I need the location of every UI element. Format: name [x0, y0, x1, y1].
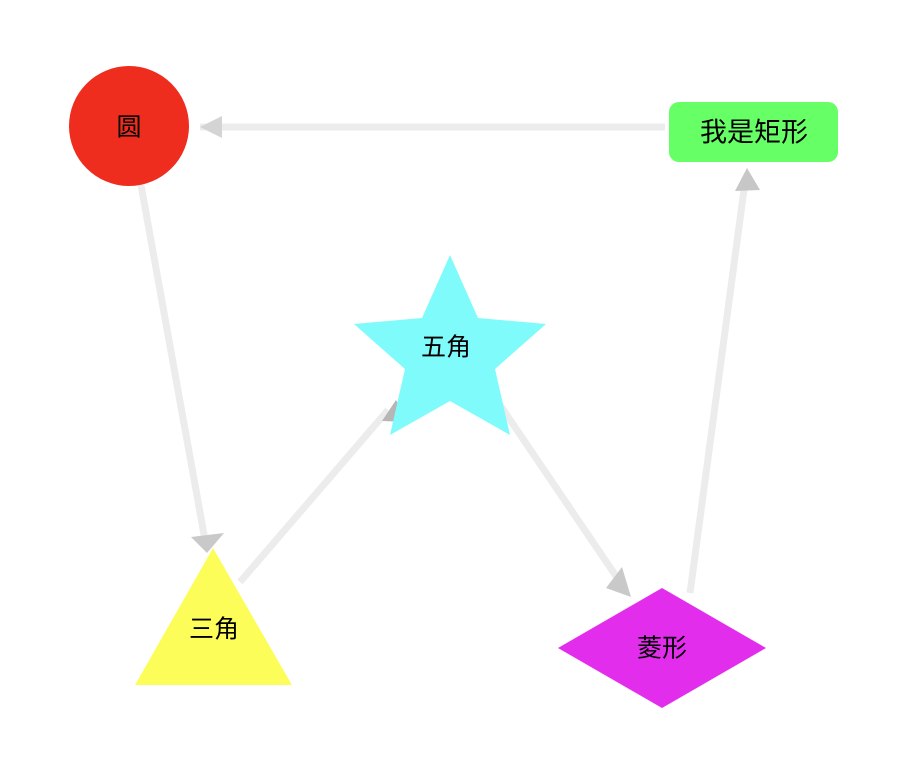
- triangle-node-shape[interactable]: [135, 548, 292, 685]
- edge-line: [497, 403, 625, 587]
- arrowhead-icon: [735, 168, 760, 191]
- diamond-node-shape[interactable]: [558, 588, 766, 708]
- star-node[interactable]: 五角: [354, 255, 546, 435]
- rectangle-node[interactable]: 我是矩形: [669, 102, 838, 162]
- arrowhead-icon: [191, 533, 224, 553]
- edge-line: [686, 181, 749, 594]
- circle-node-shape[interactable]: [69, 66, 189, 186]
- edge-diamond-to-rect[interactable]: [686, 168, 760, 594]
- edge-star-to-diamond[interactable]: [497, 403, 631, 597]
- edge-circle-to-triangle[interactable]: [137, 184, 224, 553]
- rectangle-node-shape[interactable]: [669, 102, 838, 162]
- arrowhead-icon: [200, 116, 222, 138]
- edge-line: [237, 407, 391, 585]
- circle-node[interactable]: 圆: [69, 66, 189, 186]
- edge-line: [137, 184, 209, 541]
- nodes-layer: 圆 我是矩形 五角 三角 菱形: [69, 66, 838, 708]
- triangle-node[interactable]: 三角: [135, 548, 292, 685]
- edge-triangle-to-star[interactable]: [237, 400, 409, 585]
- arrowhead-icon: [606, 567, 631, 597]
- star-node-shape[interactable]: [354, 255, 546, 435]
- diamond-node[interactable]: 菱形: [558, 588, 766, 708]
- edge-rect-to-circle[interactable]: [200, 116, 665, 138]
